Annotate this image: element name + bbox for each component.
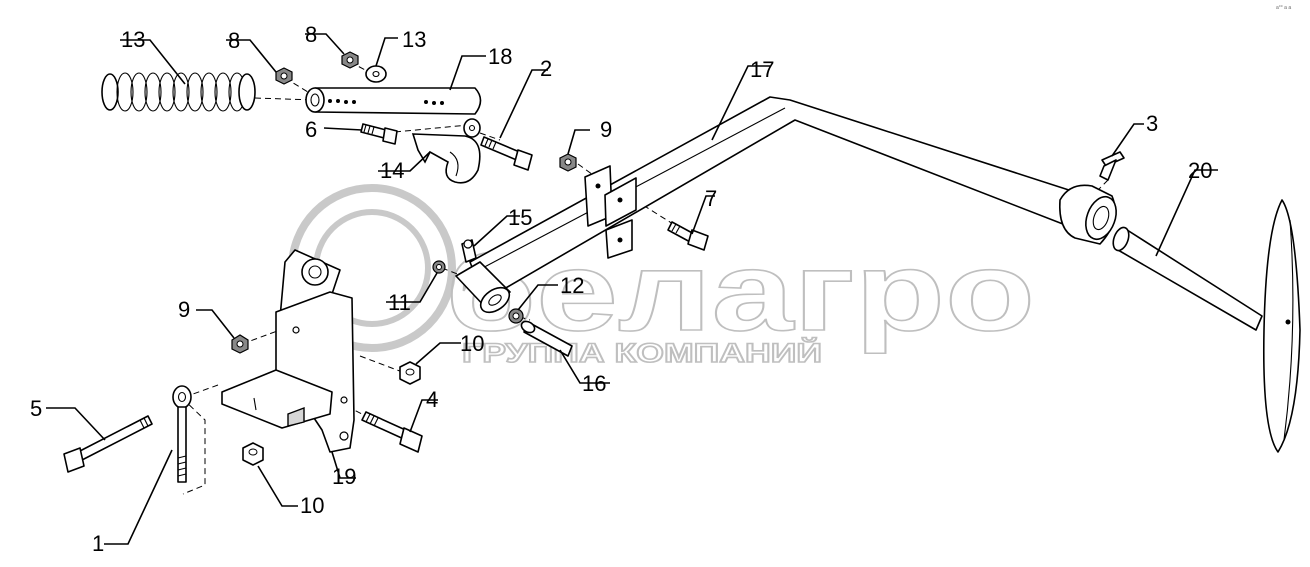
callout-18: 18 bbox=[488, 44, 512, 69]
part-10-nut-lower bbox=[242, 442, 264, 466]
callout-17: 17 bbox=[750, 57, 774, 82]
callout-12: 14 bbox=[380, 158, 404, 183]
part-19-bracket bbox=[221, 249, 355, 453]
part-8-nut-right bbox=[341, 51, 359, 69]
callout-13-right: 12 bbox=[560, 273, 584, 298]
part-8-nut-left bbox=[275, 67, 293, 85]
callout-20: 20 bbox=[1188, 158, 1212, 183]
callout-8-right: 8 bbox=[305, 22, 317, 47]
callout-7: 7 bbox=[705, 186, 717, 211]
part-6-bolt bbox=[360, 123, 398, 145]
watermark-tagline: ГРУППА КОМПАНИЙ bbox=[462, 337, 822, 368]
leader-lines bbox=[46, 33, 1218, 545]
part-10-nut-upper bbox=[399, 361, 421, 385]
part-12-clip bbox=[411, 133, 481, 184]
callout-14: 16 bbox=[582, 371, 606, 396]
callout-9-upper: 9 bbox=[600, 117, 612, 142]
callout-11: 13 bbox=[402, 27, 426, 52]
watermark: белагро ГРУППА КОМПАНИЙ bbox=[288, 184, 1036, 369]
part-17-main-arm bbox=[455, 96, 1117, 314]
part-1-eye-bolt bbox=[172, 385, 192, 483]
part-9-nut-upper bbox=[559, 153, 577, 172]
part-4-bolt bbox=[361, 411, 423, 453]
callout-16: 13 bbox=[121, 27, 145, 52]
part-13-bushing-right bbox=[508, 308, 524, 324]
callout-5: 5 bbox=[30, 396, 42, 421]
callout-8-left: 8 bbox=[228, 28, 240, 53]
part-11-washer bbox=[365, 65, 387, 83]
part-9-nut-lower bbox=[231, 334, 249, 354]
callout-13-left: 11 bbox=[388, 290, 411, 315]
part-15-grease-nipple bbox=[461, 239, 477, 263]
callout-1: 1 bbox=[92, 531, 104, 556]
callout-6: 6 bbox=[305, 117, 317, 142]
callout-2: 2 bbox=[540, 56, 552, 81]
part-13-bushing-left bbox=[432, 260, 446, 274]
part-7-bolt bbox=[667, 221, 709, 251]
callout-3: 3 bbox=[1146, 111, 1158, 136]
corner-code: a°° a a bbox=[1276, 5, 1291, 11]
callout-10-lower: 10 bbox=[300, 493, 324, 518]
callout-19: 19 bbox=[332, 464, 356, 489]
callout-15: 15 bbox=[508, 205, 532, 230]
part-20-shaft-disc bbox=[1112, 199, 1301, 453]
callout-10-upper: 10 bbox=[460, 331, 484, 356]
part-18-tube bbox=[305, 87, 482, 115]
part-5-bolt bbox=[63, 415, 153, 473]
callout-9-lower: 9 bbox=[178, 297, 190, 322]
part-14-pin bbox=[520, 320, 573, 357]
part-16-spring bbox=[101, 72, 256, 112]
callout-4: 4 bbox=[426, 387, 438, 412]
part-2-bolt bbox=[463, 118, 533, 171]
callout-labels: 13 8 8 13 18 2 6 14 17 9 3 20 7 15 11 12… bbox=[30, 22, 1212, 556]
part-3-set-screw bbox=[1099, 151, 1125, 181]
